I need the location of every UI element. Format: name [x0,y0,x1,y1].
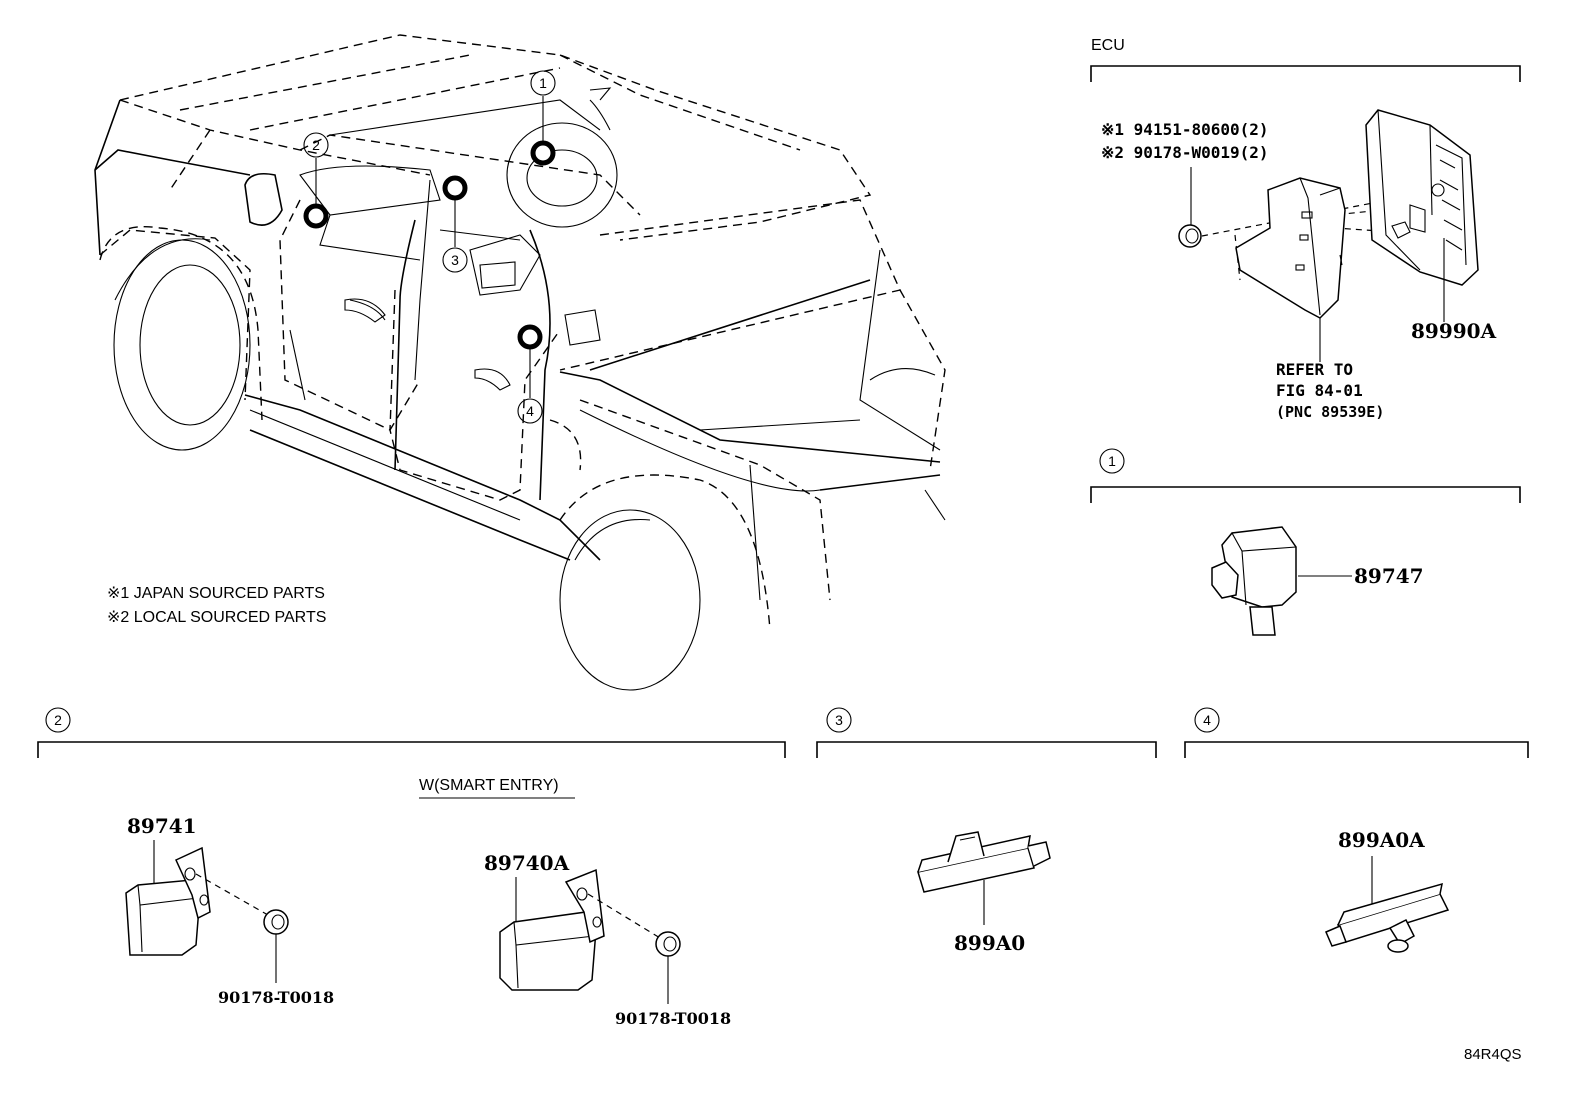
nut-icon [655,931,681,957]
group-2-nut-b: 90178-T0018 [615,1009,731,1028]
ecu-group: ECU ※1 94151-80600(2) ※2 90178-W0019(2) … [1090,37,1521,421]
figure-code: 84R4QS [1464,1046,1522,1063]
vehicle-callout-1: 1 [530,70,556,96]
note-japan-sourced: ※1 JAPAN SOURCED PARTS [107,585,325,602]
group-1: 1 89747 [1090,448,1521,636]
group-4: 4 899A0A [1184,707,1529,953]
ecu-title: ECU [1091,37,1125,54]
ecu-refer-line1: REFER TO [1276,360,1353,379]
location-marker-1 [530,140,556,166]
vehicle-callout-3: 3 [442,247,468,273]
group-4-part-number: 899A0A [1338,828,1425,852]
location-marker-4 [517,324,543,350]
ecu-screw-japan: ※1 94151-80600(2) [1101,120,1269,139]
group-2-part-a: 89741 [127,814,197,838]
group-2-nut-a: 90178-T0018 [218,988,334,1007]
group-3-part-number: 899A0 [954,931,1025,955]
ecu-bracket [1090,65,1521,82]
location-marker-3 [442,175,468,201]
group-2-callout: 2 [54,712,62,728]
vehicle-callout-2-text: 2 [312,137,320,153]
vehicle-callout-4-text: 4 [526,403,534,419]
group-4-callout: 4 [1203,712,1211,728]
vehicle-callout-4: 4 [517,398,543,424]
group-3: 3 899A0 [816,707,1157,955]
group-2-part-b: 89740A [484,851,570,875]
location-marker-2 [303,203,329,229]
vehicle-callout-1-text: 1 [539,75,547,91]
location-markers [303,96,556,398]
antenna-899A0A-icon [1325,882,1450,953]
receiver-89740A-icon [499,868,605,991]
antenna-899A0-icon [917,831,1051,893]
group-1-callout: 1 [1108,453,1116,469]
group-3-callout: 3 [835,712,843,728]
vehicle-illustration [94,34,946,691]
ecu-refer-line2: FIG 84-01 [1276,381,1363,400]
ecu-refer-line3: (PNC 89539E) [1276,403,1384,421]
nut-icon [263,909,289,935]
ecu-module-icon [1365,109,1479,286]
note-local-sourced: ※2 LOCAL SOURCED PARTS [107,609,326,626]
vehicle-callout-2: 2 [303,132,329,158]
ecu-screw-local: ※2 90178-W0019(2) [1101,143,1269,162]
group-2: 2 89741 90178-T0018 W(SMART ENTRY) 89740… [37,707,786,1028]
sensor-89747-icon [1211,526,1297,636]
screw-icon [1178,224,1202,248]
ecu-bracket-icon [1235,177,1346,319]
group-1-part-number: 89747 [1354,564,1424,588]
ecu-part-number: 89990A [1411,319,1497,343]
receiver-89741-icon [125,846,211,956]
vehicle-callout-3-text: 3 [451,252,459,268]
smart-entry-label: W(SMART ENTRY) [419,777,559,794]
